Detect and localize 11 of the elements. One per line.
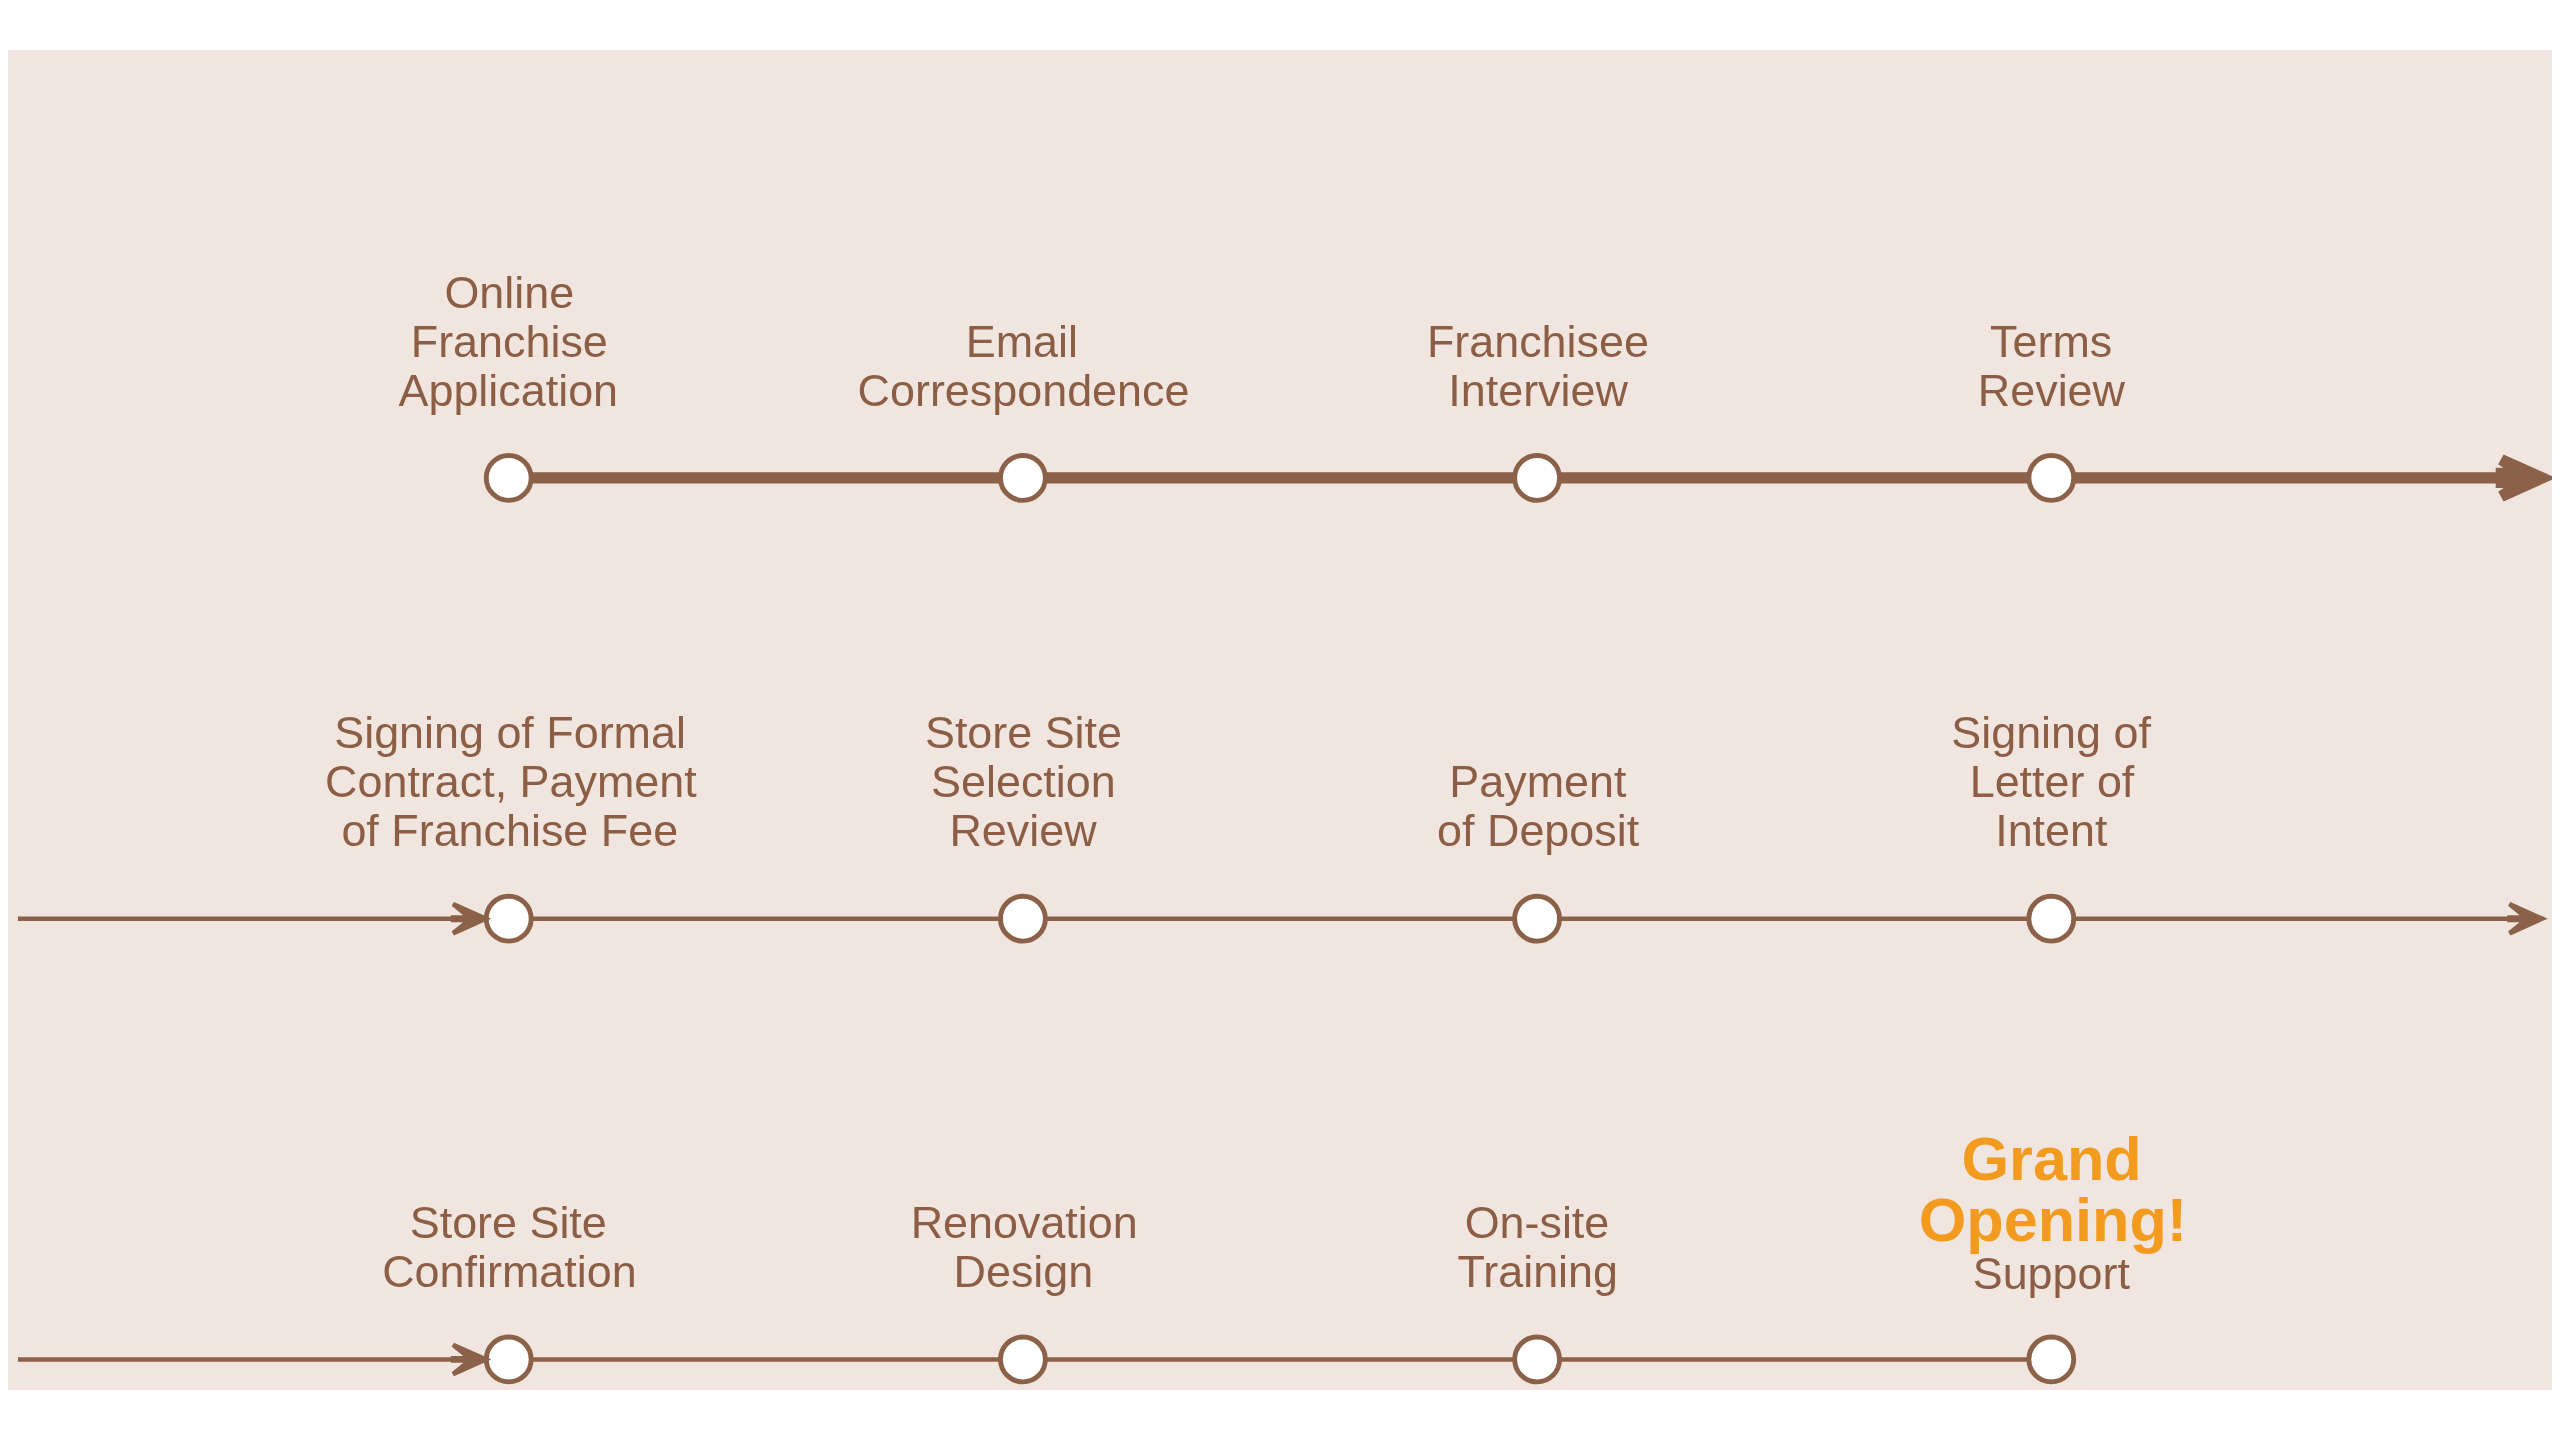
node-label: Payment of Deposit bbox=[1437, 756, 1640, 857]
node-label: Signing of Letter of Intent bbox=[1951, 707, 2151, 857]
node-label: Online Franchise Application bbox=[398, 266, 619, 416]
node-label: Franchisee Interview bbox=[1426, 315, 1649, 416]
node-label: Email Correspondence bbox=[857, 315, 1190, 416]
node-label: Renovation Design bbox=[910, 1197, 1138, 1298]
node-label: Terms Review bbox=[1977, 315, 2125, 416]
node-label: Store Site Confirmation bbox=[382, 1197, 637, 1298]
node-label: On-site Training bbox=[1457, 1197, 1618, 1298]
node-label: Signing of Formal Contract, Payment of Franchise Fee bbox=[325, 707, 697, 857]
node-label: Store Site Selection Review bbox=[924, 707, 1123, 857]
